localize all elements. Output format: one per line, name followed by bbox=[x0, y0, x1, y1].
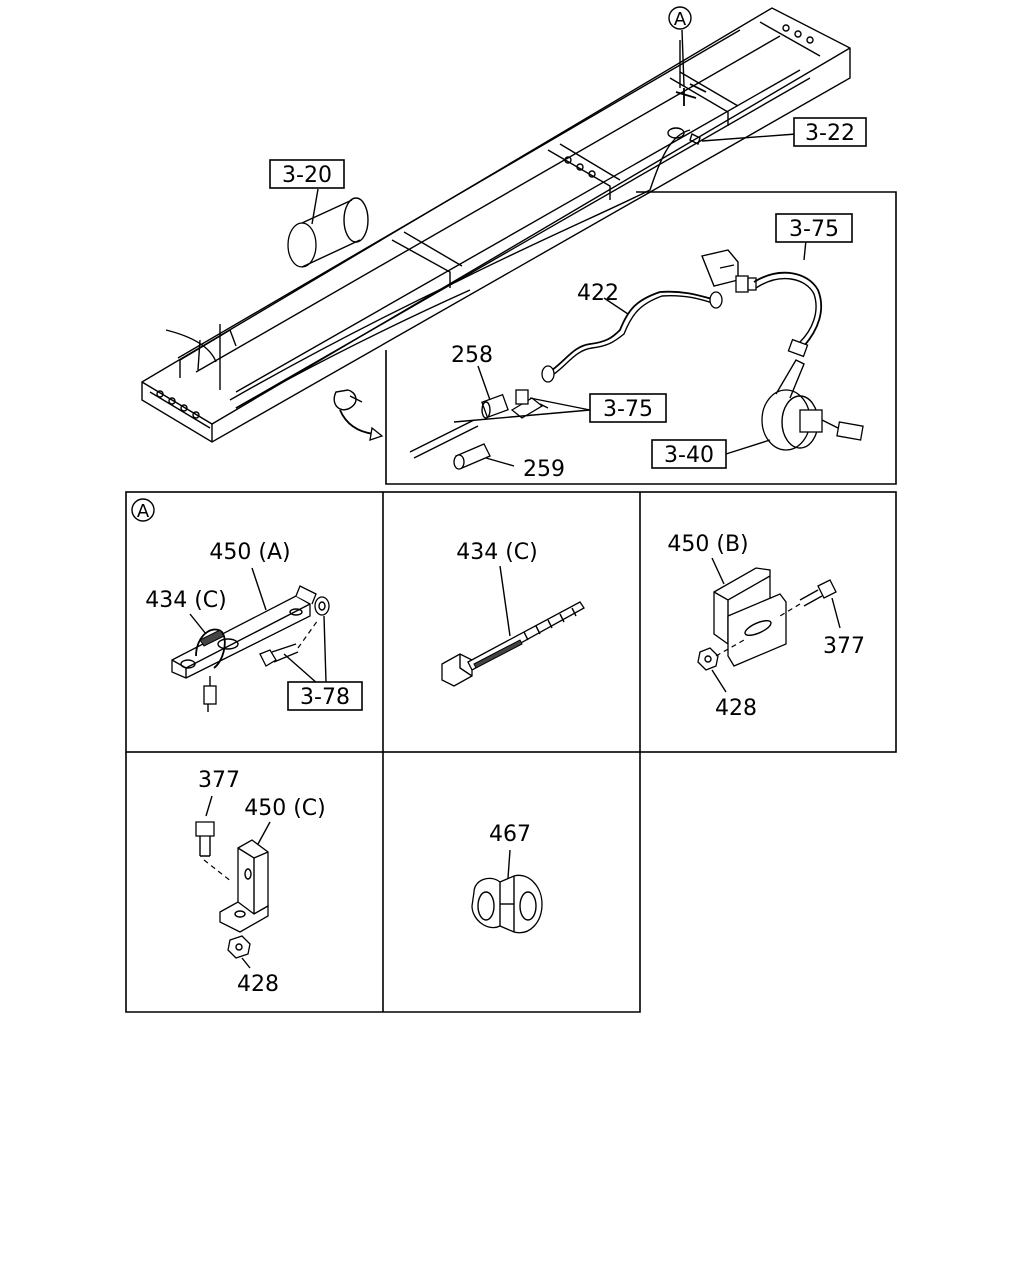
cable-tie-label: 434 (C) bbox=[456, 540, 538, 565]
callout-3-75-mid: 3-75 bbox=[589, 393, 667, 423]
panel-a-ref-label: 3-78 bbox=[300, 685, 350, 710]
callout-a-top-text: A bbox=[674, 9, 687, 30]
panel-a-bracket-label: 450 (A) bbox=[209, 540, 290, 565]
rail-holes bbox=[156, 24, 814, 419]
air-tank bbox=[287, 197, 369, 268]
label-259: 259 bbox=[523, 457, 565, 482]
panel-a-tie-label: 434 (C) bbox=[145, 588, 227, 613]
clip-label: 467 bbox=[489, 822, 531, 847]
panel-cable-tie: 434 (C) bbox=[441, 540, 585, 687]
callout-a-top: A bbox=[668, 6, 692, 30]
chassis-frame bbox=[141, 7, 851, 443]
callout-3-20: 3-20 bbox=[269, 159, 345, 189]
panel-detail-a: A 450 (A) 434 (C) 3-78 bbox=[131, 498, 363, 712]
bracket-c-bolt-label: 377 bbox=[198, 768, 240, 793]
callout-3-75-top-text: 3-75 bbox=[789, 217, 839, 242]
callout-3-40-text: 3-40 bbox=[664, 443, 714, 468]
top-leaders bbox=[311, 29, 797, 225]
inset-leaders bbox=[453, 239, 807, 467]
callout-3-40: 3-40 bbox=[651, 439, 727, 469]
panel-bracket-b: 450 (B) 377 428 bbox=[667, 532, 865, 721]
label-422: 422 bbox=[577, 281, 619, 306]
panel-grid bbox=[125, 491, 897, 1013]
bracket-b-nut-label: 428 bbox=[715, 696, 757, 721]
tee-fitting bbox=[510, 365, 555, 419]
part-258-sleeve bbox=[481, 393, 509, 419]
bracket-c-bracket-label: 450 (C) bbox=[244, 796, 326, 821]
part-259-sleeve bbox=[453, 443, 491, 470]
callout-3-75-mid-text: 3-75 bbox=[603, 397, 653, 422]
valve-detail-inset bbox=[385, 191, 897, 485]
brake-chamber bbox=[761, 359, 864, 451]
label-258: 258 bbox=[451, 343, 493, 368]
bracket-b-bolt-label: 377 bbox=[823, 634, 865, 659]
cable-tie-teeth bbox=[523, 607, 577, 641]
panel-bracket-c: 377 450 (C) 428 bbox=[195, 768, 326, 997]
callout-3-22: 3-22 bbox=[793, 117, 867, 147]
callout-3-20-text: 3-20 bbox=[282, 163, 332, 188]
panel-a-marker: A bbox=[137, 501, 150, 522]
callout-3-22-text: 3-22 bbox=[805, 121, 855, 146]
bracket-b-label: 450 (B) bbox=[667, 532, 748, 557]
callout-3-75-top: 3-75 bbox=[775, 213, 853, 243]
panel-clip: 467 bbox=[471, 822, 543, 934]
bracket-c-nut-label: 428 bbox=[237, 972, 279, 997]
